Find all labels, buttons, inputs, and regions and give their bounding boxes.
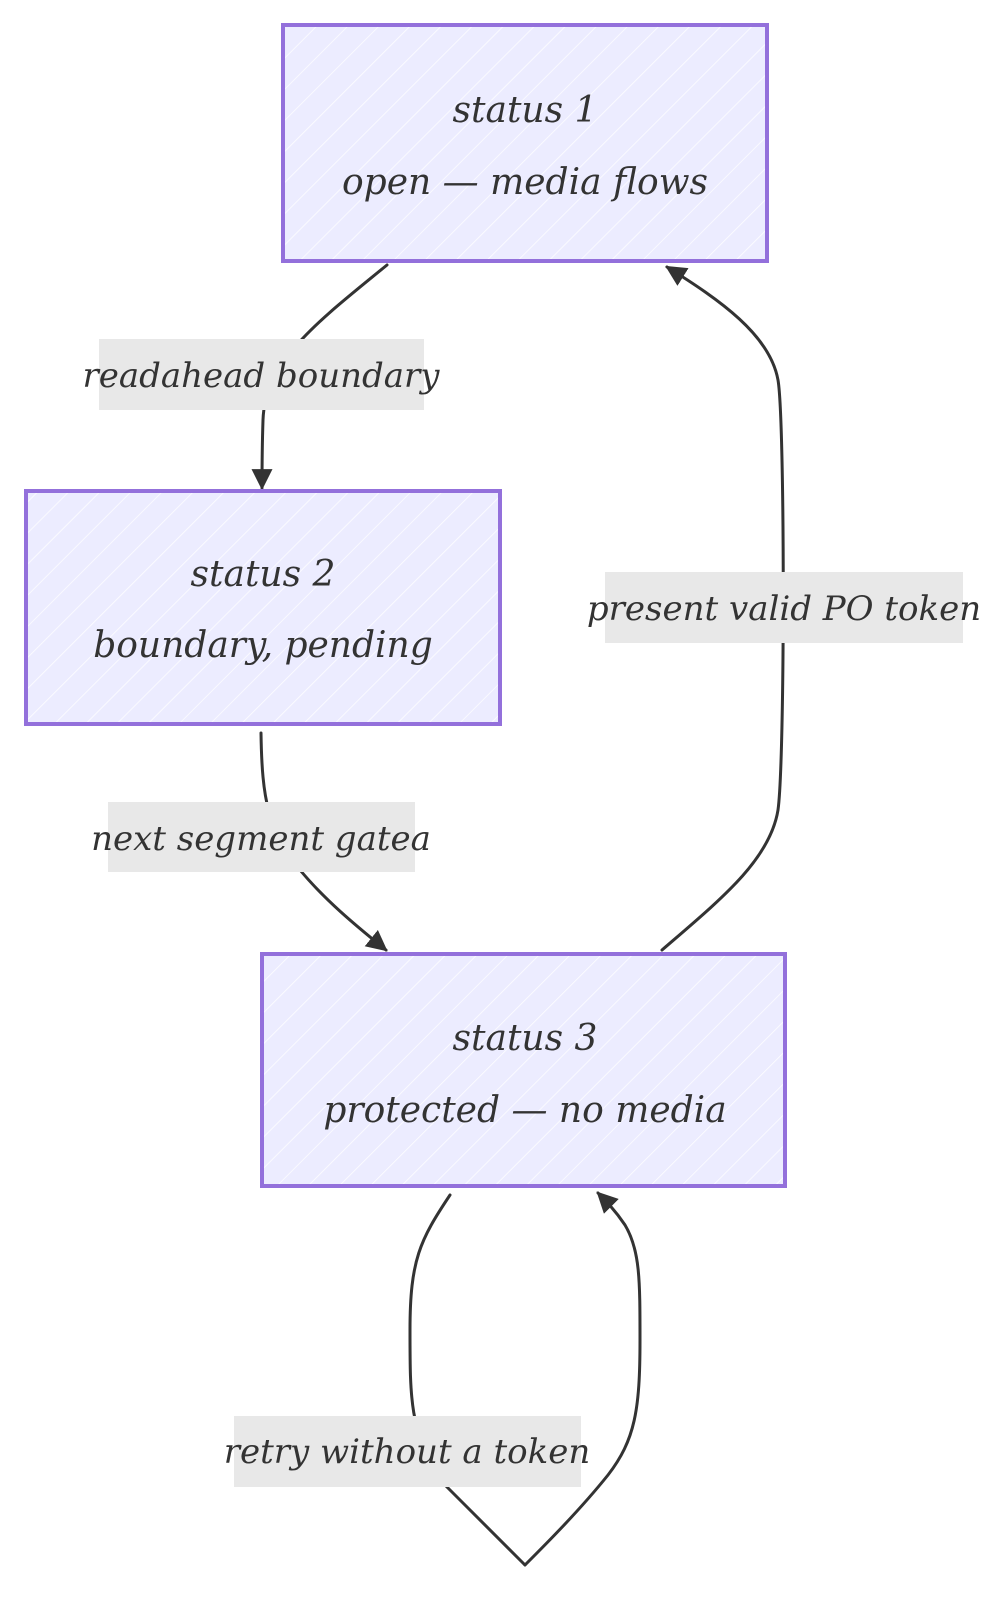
state-node-2-subtitle: boundary, pending	[93, 625, 433, 666]
state-node-3-title: status 3	[453, 1018, 598, 1059]
state-node-3-subtitle: protected — no media	[323, 1090, 726, 1131]
edge-label-next-segment: next segment gatea	[91, 802, 431, 872]
edge-label-3-text: present valid PO token	[587, 589, 981, 629]
edge-s3-self-loop	[408, 1191, 642, 1567]
state-node-2: status 2 boundary, pending	[24, 489, 502, 726]
state-node-1-title: status 1	[453, 90, 598, 131]
edge-label-present-token: present valid PO token	[587, 572, 981, 643]
state-node-1-subtitle: open — media flows	[342, 162, 708, 203]
state-node-1: status 1 open — media flows	[281, 23, 769, 263]
edge-label-readahead-boundary: readahead boundary	[82, 339, 440, 410]
state-node-3: status 3 protected — no media	[260, 952, 787, 1188]
edge-label-1-text: readahead boundary	[82, 356, 440, 396]
edge-label-2-text: next segment gatea	[91, 819, 431, 859]
state-node-2-title: status 2	[191, 554, 336, 595]
edge-label-4-text: retry without a token	[224, 1432, 591, 1472]
edge-label-retry: retry without a token	[224, 1416, 591, 1487]
